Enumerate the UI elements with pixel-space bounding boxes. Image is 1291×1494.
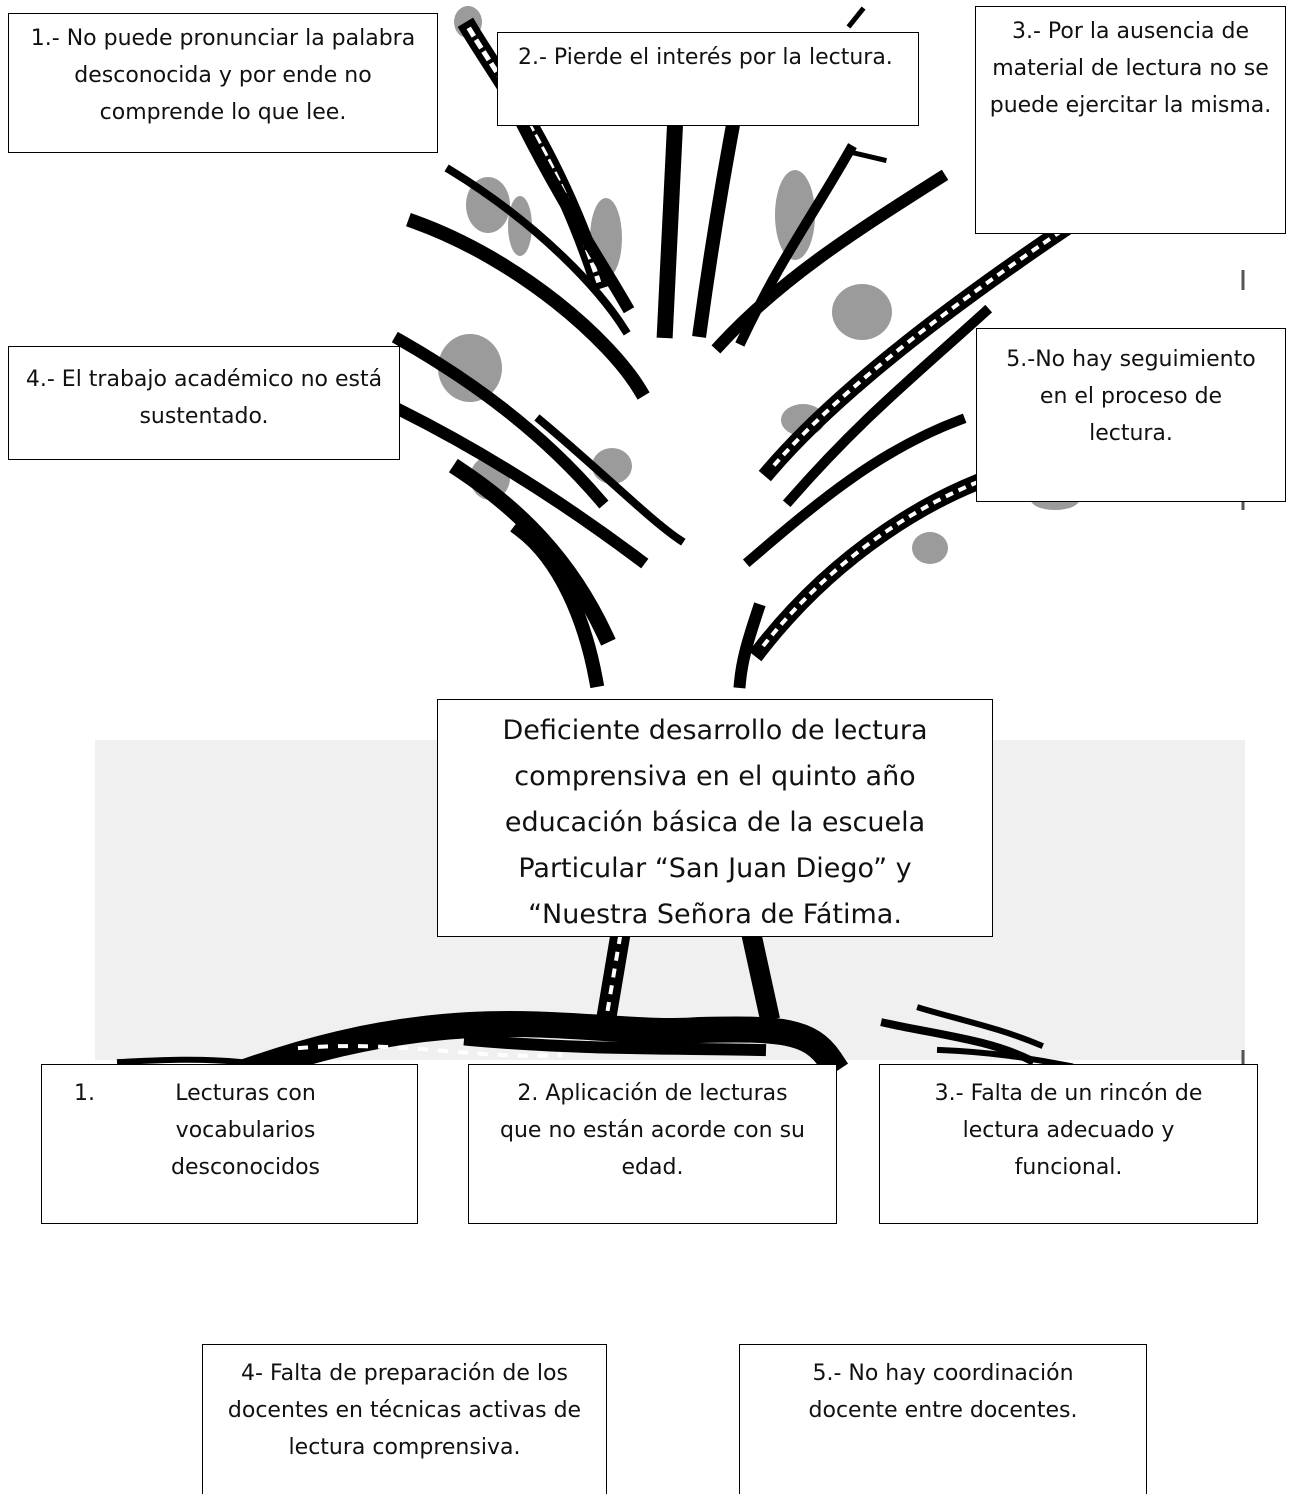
- effect-text-1: 1.- No puede pronunciar la palabra desco…: [30, 26, 416, 125]
- effect-text-5: 5.-No hay seguimiento en el proceso de l…: [1006, 347, 1256, 446]
- cause-text-3: 3.- Falta de un rincón de lectura adecua…: [934, 1081, 1203, 1180]
- cause-1-number: 1.: [74, 1081, 95, 1106]
- effect-box-5: 5.-No hay seguimiento en el proceso de l…: [976, 328, 1286, 502]
- trunk-and-roots: [116, 925, 1074, 1102]
- cause-box-4: 4- Falta de preparación de los docentes …: [202, 1344, 607, 1494]
- cause-box-2: 2. Aplicación de lecturas que no están a…: [468, 1064, 837, 1224]
- central-problem-text: Deficiente desarrollo de lectura compren…: [502, 715, 928, 930]
- cause-text-4: 4- Falta de preparación de los docentes …: [227, 1361, 582, 1460]
- effect-text-4: 4.- El trabajo académico no está sustent…: [25, 367, 383, 429]
- cause-box-3: 3.- Falta de un rincón de lectura adecua…: [879, 1064, 1258, 1224]
- cause-text-1: Lecturas con vocabularios desconocidos: [170, 1081, 320, 1180]
- effect-box-1: 1.- No puede pronunciar la palabra desco…: [8, 13, 438, 153]
- cause-text-5: 5.- No hay coordinación docente entre do…: [808, 1361, 1078, 1423]
- branches: [391, 6, 1072, 689]
- effect-box-4: 4.- El trabajo académico no está sustent…: [8, 346, 400, 460]
- effect-text-3: 3.- Por la ausencia de material de lectu…: [989, 19, 1272, 118]
- effect-box-2: 2.- Pierde el interés por la lectura.: [497, 32, 919, 126]
- cause-1-row: 1. Lecturas con vocabularios desconocido…: [52, 1075, 407, 1186]
- cause-box-1: 1. Lecturas con vocabularios desconocido…: [41, 1064, 418, 1224]
- effect-text-2: 2.- Pierde el interés por la lectura.: [518, 45, 893, 70]
- cause-text-2: 2. Aplicación de lecturas que no están a…: [500, 1081, 805, 1180]
- effect-box-3: 3.- Por la ausencia de material de lectu…: [975, 6, 1286, 234]
- central-problem-box: Deficiente desarrollo de lectura compren…: [437, 699, 993, 937]
- cause-box-5: 5.- No hay coordinación docente entre do…: [739, 1344, 1147, 1494]
